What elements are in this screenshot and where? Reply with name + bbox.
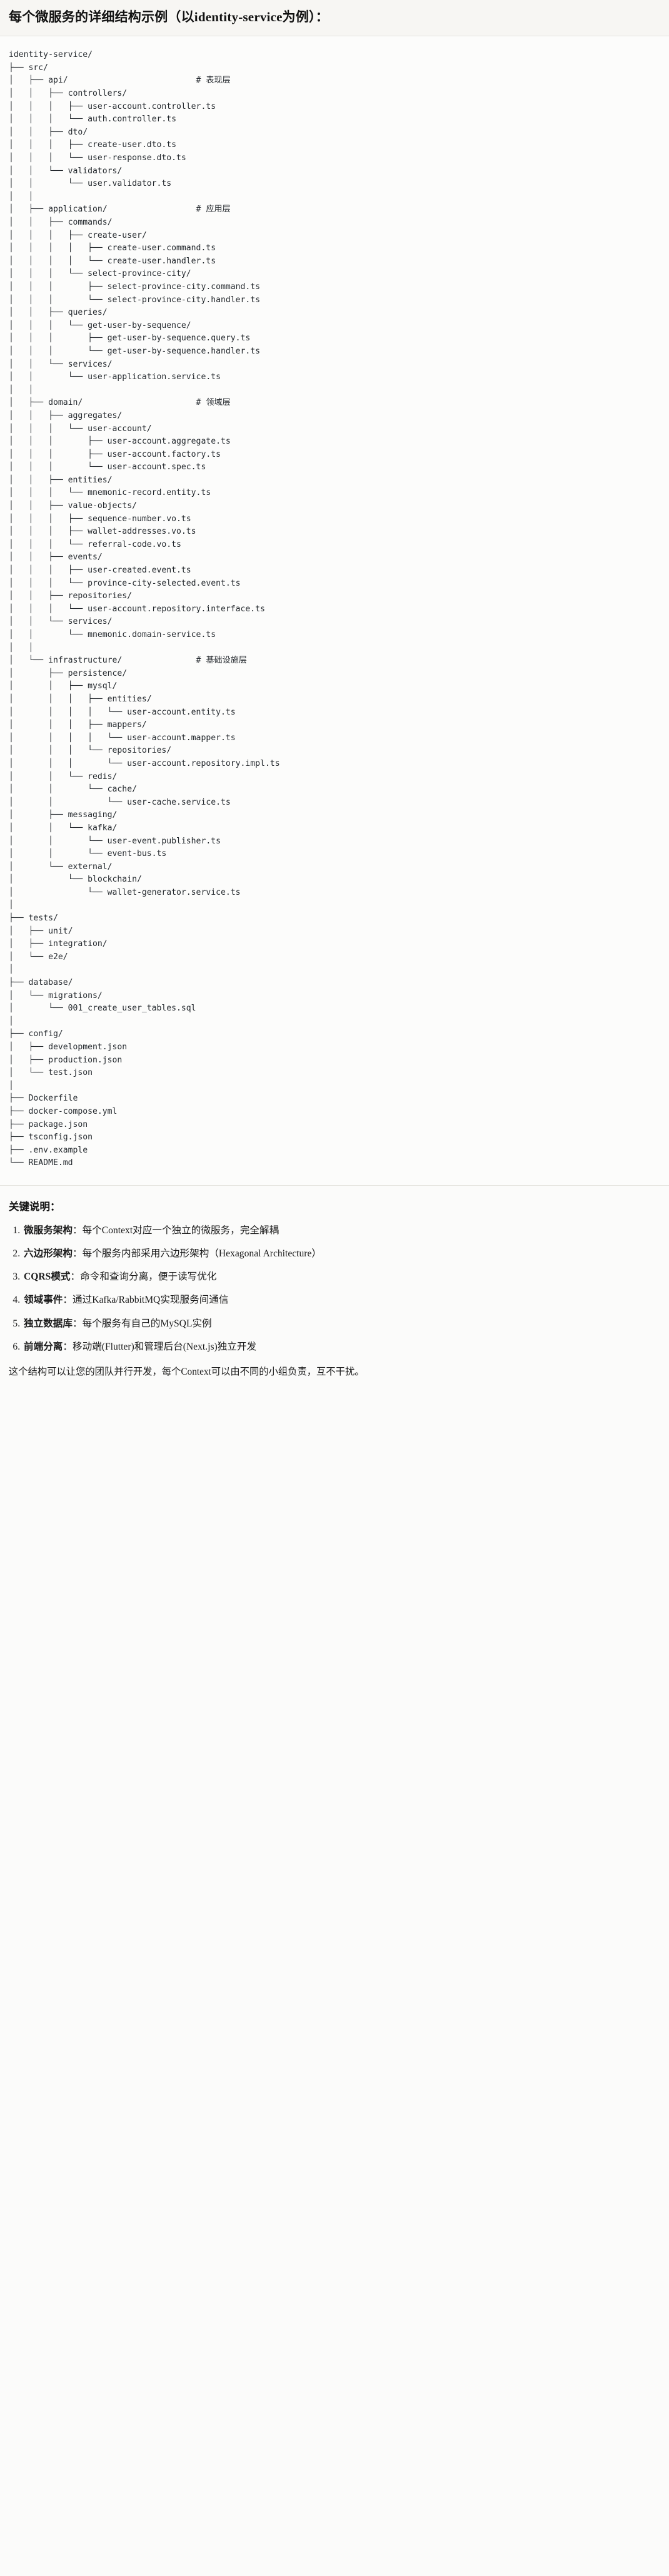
- list-item: 前端分离：移动端(Flutter)和管理后台(Next.js)独立开发: [23, 1340, 660, 1355]
- note-term: CQRS模式: [24, 1271, 71, 1283]
- note-term: 前端分离: [24, 1341, 63, 1352]
- note-description: 移动端(Flutter)和管理后台(Next.js)独立开发: [73, 1341, 257, 1352]
- note-term: 六边形架构: [24, 1248, 73, 1260]
- list-item: 领域事件：通过Kafka/RabbitMQ实现服务间通信: [23, 1293, 660, 1308]
- note-description: 每个服务有自己的MySQL实例: [82, 1318, 212, 1329]
- directory-tree-code-block: identity-service/ ├── src/ │ ├── api/ # …: [0, 36, 669, 1186]
- note-separator: ：: [72, 1224, 83, 1236]
- note-separator: ：: [72, 1318, 83, 1329]
- directory-tree: identity-service/ ├── src/ │ ├── api/ # …: [9, 50, 280, 1168]
- note-separator: ：: [72, 1248, 83, 1260]
- list-item: 独立数据库：每个服务有自己的MySQL实例: [23, 1316, 660, 1331]
- list-item: 微服务架构：每个Context对应一个独立的微服务，完全解耦: [23, 1223, 660, 1238]
- list-item: CQRS模式：命令和查询分离，便于读写优化: [23, 1270, 660, 1285]
- note-separator: ：: [63, 1341, 73, 1352]
- closing-paragraph: 这个结构可以让您的团队并行开发，每个Context可以由不同的小组负责，互不干扰…: [9, 1366, 365, 1377]
- note-description: 每个服务内部采用六边形架构（Hexagonal Architecture）: [82, 1248, 322, 1260]
- note-description: 每个Context对应一个独立的微服务，完全解耦: [82, 1224, 279, 1236]
- note-term: 领域事件: [24, 1295, 63, 1306]
- page-title: 每个微服务的详细结构示例（以identity-service为例）：: [9, 9, 329, 24]
- key-notes-section: 关键说明： 微服务架构：每个Context对应一个独立的微服务，完全解耦 六边形…: [0, 1185, 669, 1392]
- note-description: 通过Kafka/RabbitMQ实现服务间通信: [73, 1295, 229, 1306]
- note-separator: ：: [70, 1271, 81, 1283]
- key-notes-list: 微服务架构：每个Context对应一个独立的微服务，完全解耦 六边形架构：每个服…: [9, 1223, 660, 1355]
- note-description: 命令和查询分离，便于读写优化: [80, 1271, 217, 1283]
- key-notes-heading: 关键说明：: [9, 1200, 61, 1213]
- note-term: 微服务架构: [24, 1224, 73, 1236]
- document-header: 每个微服务的详细结构示例（以identity-service为例）：: [0, 0, 669, 37]
- list-item: 六边形架构：每个服务内部采用六边形架构（Hexagonal Architectu…: [23, 1246, 660, 1261]
- note-separator: ：: [63, 1295, 73, 1306]
- note-term: 独立数据库: [24, 1318, 73, 1329]
